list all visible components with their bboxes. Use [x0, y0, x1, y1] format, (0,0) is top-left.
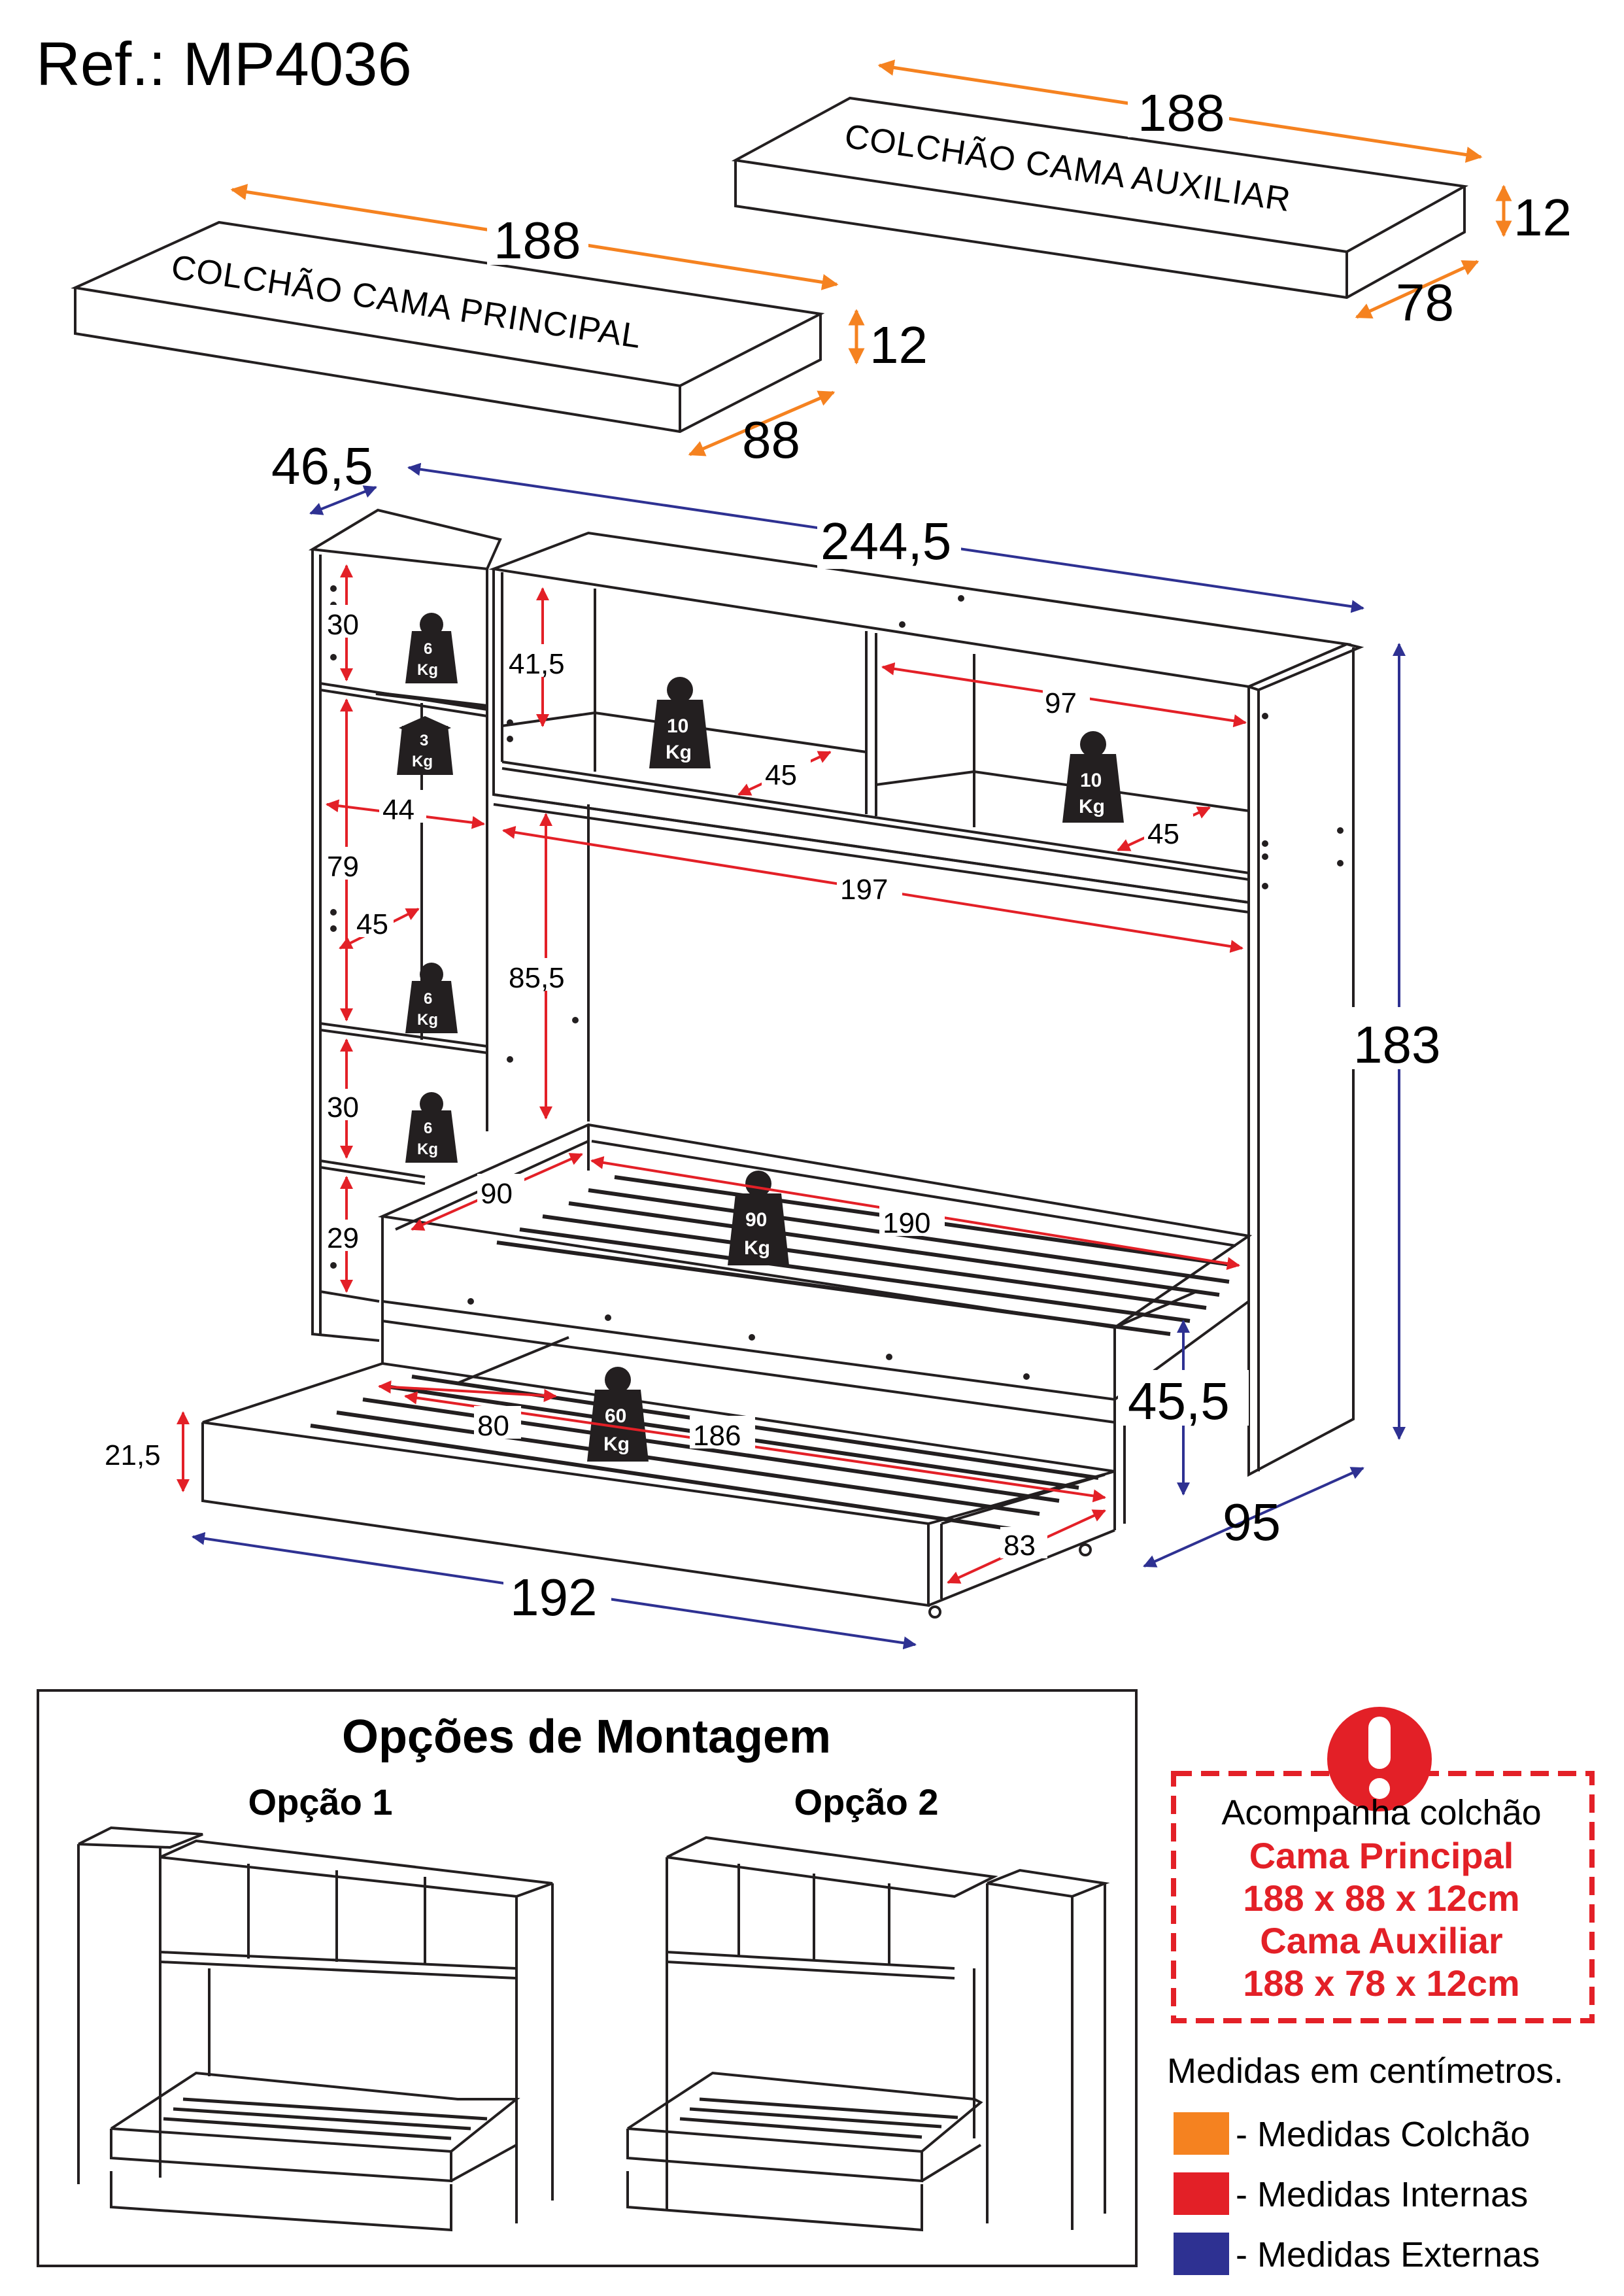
weight-value: 3 — [420, 732, 428, 749]
option2-label: Opção 2 — [794, 1781, 939, 1823]
dim-side-lower: 30 — [327, 1091, 359, 1123]
dim-bed-height: 45,5 — [1128, 1372, 1230, 1430]
dim-aux-height: 12 — [1514, 188, 1572, 247]
weight-value: 6 — [424, 1120, 432, 1137]
weight-unit: Kg — [1079, 796, 1105, 817]
dim-main-width: 88 — [742, 411, 800, 469]
weight-unit: Kg — [744, 1237, 770, 1259]
weight-value: 60 — [605, 1405, 626, 1427]
weight-badge-hanger: 3 Kg — [397, 716, 453, 775]
weight-badge-niche-right: 10 Kg — [1062, 731, 1124, 823]
label-bg — [1340, 1007, 1458, 1069]
dim-total-width: 244,5 — [820, 512, 951, 570]
dim-top-niche-depth: 45 — [765, 759, 797, 791]
weight-value: 90 — [745, 1209, 767, 1231]
dim-side-depth: 45 — [356, 908, 388, 940]
dim-trundle-depth: 83 — [1004, 1530, 1036, 1562]
internal-label-bgs — [326, 605, 1193, 1558]
option1-illustration — [77, 1826, 554, 2232]
legend-swatch — [1174, 2112, 1229, 2155]
assembly-title: Opções de Montagem — [342, 1711, 831, 1763]
weight-unit: Kg — [603, 1433, 630, 1455]
weight-unit: Kg — [417, 1140, 438, 1158]
legend-item-mattress: - Medidas Colchão — [1174, 2112, 1530, 2155]
dim-side-width: 44 — [382, 794, 414, 826]
dim-trundle-length: 192 — [510, 1568, 597, 1626]
dim-trundle-height: 21,5 — [105, 1439, 161, 1471]
weight-badge-trundle: 60 Kg — [587, 1367, 649, 1462]
option2-illustration — [626, 1836, 1110, 2232]
dim-aux-width: 78 — [1396, 273, 1454, 332]
dim-total-height: 183 — [1353, 1016, 1440, 1074]
label-bg — [1128, 85, 1229, 137]
notice-aux-size: 188 x 78 x 12cm — [1243, 1962, 1519, 2004]
dim-top-right-depth: 45 — [1147, 818, 1179, 850]
dim-trundle-inner-length: 186 — [693, 1420, 741, 1452]
dim-main-height: 12 — [870, 316, 928, 374]
option1-label: Opção 1 — [248, 1781, 393, 1823]
dim-bed-span: 197 — [840, 874, 888, 906]
weight-value: 10 — [667, 715, 688, 737]
weight-value: 10 — [1080, 770, 1102, 791]
weight-unit: Kg — [417, 1011, 438, 1029]
legend-heading: Medidas em centímetros. — [1167, 2051, 1563, 2091]
dim-bed-clearance: 85,5 — [509, 962, 565, 994]
dim-main-length: 188 — [494, 211, 581, 269]
weight-unit: Kg — [666, 742, 692, 763]
label-bg — [487, 209, 588, 265]
reference-label: Ref.: MP4036 — [36, 29, 412, 98]
warning-icon — [1327, 1707, 1432, 1811]
weight-badge-shelf-low: 6 Kg — [405, 1092, 458, 1163]
legend-swatch — [1174, 2172, 1229, 2215]
legend-swatch — [1174, 2233, 1229, 2275]
notice-main-title: Cama Principal — [1249, 1835, 1514, 1876]
dim-arrow-main-width — [688, 390, 836, 456]
dim-top-right-width: 97 — [1045, 687, 1077, 719]
dim-main-bed-length: 190 — [883, 1207, 930, 1239]
mattress-auxiliary — [731, 96, 1469, 300]
legend-label: - Medidas Externas — [1236, 2235, 1540, 2274]
dim-side-shelf-top: 30 — [327, 609, 359, 641]
notice-main-size: 188 x 88 x 12cm — [1243, 1877, 1519, 1919]
notice-intro: Acompanha colchão — [1221, 1793, 1541, 1832]
dim-trundle-width: 80 — [477, 1410, 509, 1442]
label-bg — [1118, 1370, 1249, 1426]
weight-badge-niche-left: 10 Kg — [649, 677, 711, 768]
weight-unit: Kg — [417, 661, 438, 679]
legend-label: - Medidas Internas — [1236, 2175, 1528, 2214]
dim-total-depth: 95 — [1223, 1493, 1281, 1551]
dim-arrow-aux-width — [1355, 260, 1480, 319]
assembly-options-box — [37, 1689, 1138, 2267]
dim-main-bed-width: 90 — [481, 1178, 513, 1210]
legend-item-external: - Medidas Externas — [1174, 2233, 1540, 2275]
legend-item-internal: - Medidas Internas — [1174, 2172, 1528, 2215]
legend-label: - Medidas Colchão — [1236, 2115, 1530, 2154]
notice-aux-title: Cama Auxiliar — [1260, 1920, 1502, 1961]
dim-side-middle: 79 — [327, 851, 359, 883]
weight-badge-shelf-top: 6 Kg — [405, 613, 458, 683]
dim-aux-length: 188 — [1138, 84, 1225, 142]
weight-unit: Kg — [412, 753, 433, 770]
notice-box — [1171, 1771, 1595, 2023]
dim-side-bottom: 29 — [327, 1222, 359, 1254]
weight-value: 6 — [424, 640, 432, 658]
dim-top-niche-height: 41,5 — [509, 648, 565, 680]
weight-badge-shelf-mid: 6 Kg — [405, 963, 458, 1033]
weight-value: 6 — [424, 990, 432, 1008]
dim-depth-top: 46,5 — [271, 437, 373, 495]
label-bg — [817, 510, 961, 569]
label-bg — [503, 1566, 611, 1622]
